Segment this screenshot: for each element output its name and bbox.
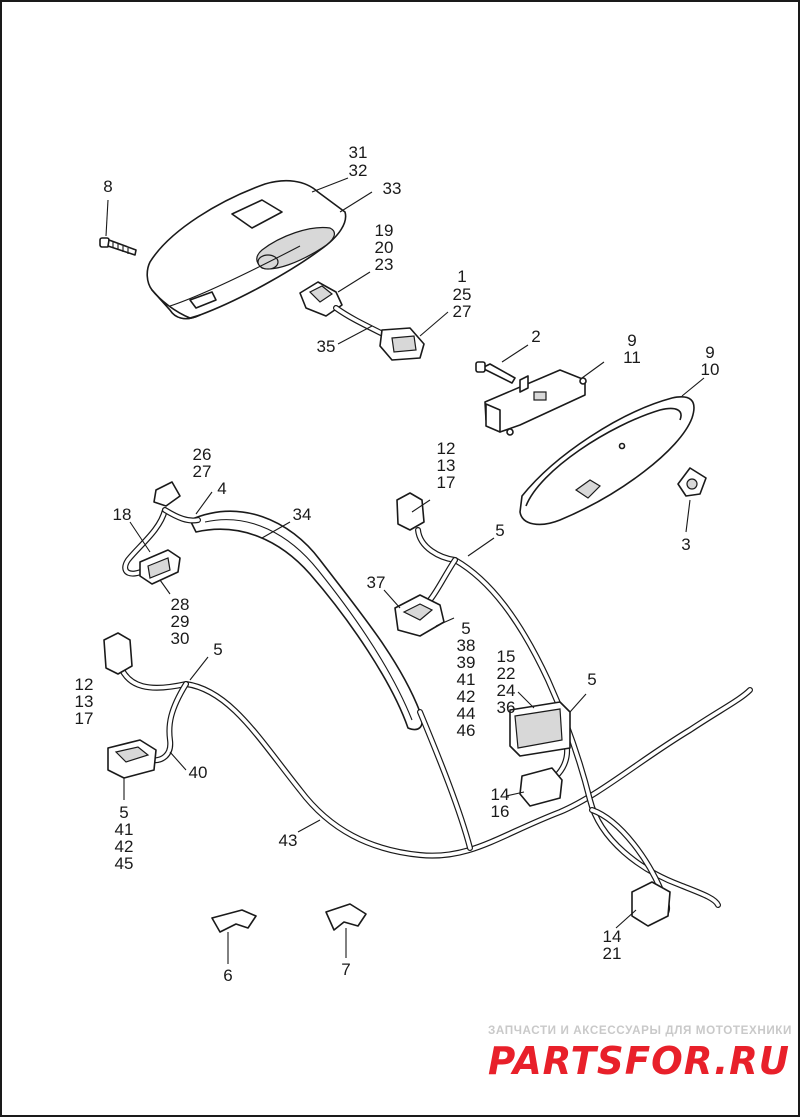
callout-label: 22 bbox=[497, 664, 516, 683]
callout-label: 27 bbox=[193, 462, 212, 481]
callout-label: 34 bbox=[293, 505, 312, 524]
clip-6 bbox=[211, 909, 257, 933]
callout-label: 5 bbox=[495, 521, 504, 540]
callout-label: 1 bbox=[457, 267, 466, 286]
callout-label: 23 bbox=[375, 255, 394, 274]
callout-label: 18 bbox=[113, 505, 132, 524]
lamp-bracket bbox=[475, 361, 587, 436]
callout-label: 14 bbox=[491, 785, 510, 804]
callout-label: 32 bbox=[349, 161, 368, 180]
callout-label: 9 bbox=[705, 343, 714, 362]
watermark-tagline: ЗАПЧАСТИ И АКСЕССУАРЫ ДЛЯ МОТОТЕХНИКИ bbox=[488, 1023, 792, 1037]
lamp-socket-harness bbox=[299, 281, 425, 361]
callout-label: 41 bbox=[115, 820, 134, 839]
clip-7 bbox=[325, 903, 367, 931]
callout-label: 44 bbox=[457, 704, 476, 723]
callout-label: 25 bbox=[453, 285, 472, 304]
left-connector-harness bbox=[122, 481, 201, 585]
callout-label: 13 bbox=[437, 456, 456, 475]
callout-label: 7 bbox=[341, 960, 350, 979]
callout-label: 33 bbox=[383, 179, 402, 198]
watermark: ЗАПЧАСТИ И АКСЕССУАРЫ ДЛЯ МОТОТЕХНИКИ PA… bbox=[488, 1023, 792, 1083]
callout-label: 13 bbox=[75, 692, 94, 711]
callout-label: 5 bbox=[461, 619, 470, 638]
callout-label: 15 bbox=[497, 647, 516, 666]
left-lower-harness bbox=[103, 632, 189, 779]
callout-label: 36 bbox=[497, 698, 516, 717]
callout-label: 8 bbox=[103, 177, 112, 196]
callout-label: 27 bbox=[453, 302, 472, 321]
callout-label: 28 bbox=[171, 595, 190, 614]
callout-label: 4 bbox=[217, 479, 226, 498]
callout-label: 5 bbox=[587, 670, 596, 689]
leader-lines bbox=[105, 177, 705, 964]
callout-label: 42 bbox=[115, 837, 134, 856]
callout-label: 20 bbox=[375, 238, 394, 257]
callout-label: 45 bbox=[115, 854, 134, 873]
callout-numbers: 31 32 33 8 19 20 23 1 25 27 35 2 9 11 9 … bbox=[75, 143, 720, 985]
callout-label: 38 bbox=[457, 636, 476, 655]
main-wiring-harness-43 bbox=[183, 492, 753, 927]
callout-label: 21 bbox=[603, 944, 622, 963]
callout-label: 5 bbox=[213, 640, 222, 659]
callout-label: 3 bbox=[681, 535, 690, 554]
callout-label: 9 bbox=[627, 331, 636, 350]
callout-label: 17 bbox=[437, 473, 456, 492]
callout-label: 12 bbox=[437, 439, 456, 458]
callout-label: 37 bbox=[367, 573, 386, 592]
callout-label: 41 bbox=[457, 670, 476, 689]
harness-sleeve-34 bbox=[189, 510, 423, 731]
callout-label: 17 bbox=[75, 709, 94, 728]
callout-label: 40 bbox=[189, 763, 208, 782]
callout-label: 42 bbox=[457, 687, 476, 706]
callout-label: 12 bbox=[75, 675, 94, 694]
callout-label: 5 bbox=[119, 803, 128, 822]
callout-label: 6 bbox=[223, 966, 232, 985]
callout-label: 39 bbox=[457, 653, 476, 672]
watermark-logo: PARTSFOR.RU bbox=[488, 1039, 790, 1083]
tail-lamp-assembly bbox=[146, 179, 347, 320]
callout-label: 31 bbox=[349, 143, 368, 162]
nut-3 bbox=[677, 467, 707, 497]
callout-label: 26 bbox=[193, 445, 212, 464]
callout-label: 29 bbox=[171, 612, 190, 631]
callout-label: 46 bbox=[457, 721, 476, 740]
callout-label: 14 bbox=[603, 927, 622, 946]
callout-label: 35 bbox=[317, 337, 336, 356]
callout-label: 19 bbox=[375, 221, 394, 240]
callout-label: 10 bbox=[701, 360, 720, 379]
callout-label: 16 bbox=[491, 802, 510, 821]
screw-8 bbox=[99, 237, 137, 256]
callout-label: 2 bbox=[531, 327, 540, 346]
callout-label: 11 bbox=[623, 348, 641, 367]
callout-label: 43 bbox=[279, 831, 298, 850]
lamp-lens-cover bbox=[519, 396, 695, 526]
callout-label: 24 bbox=[497, 681, 516, 700]
callout-label: 30 bbox=[171, 629, 190, 648]
